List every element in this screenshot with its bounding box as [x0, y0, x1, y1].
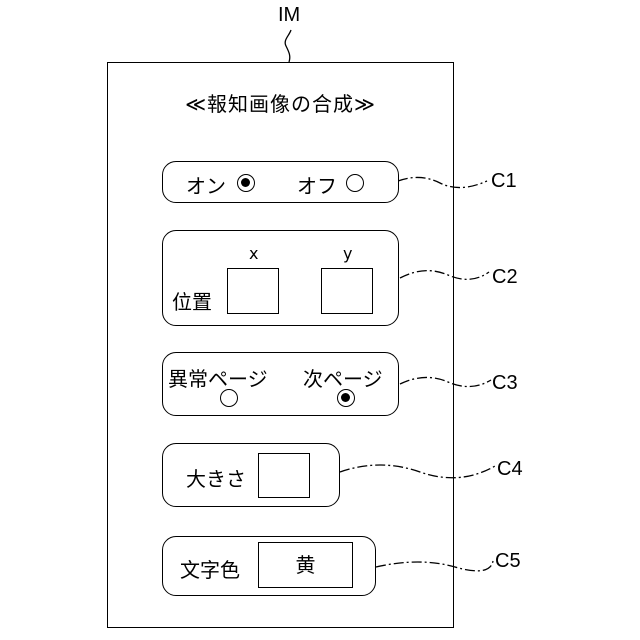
ref-label-c5: C5 — [495, 550, 521, 573]
position-label: 位置 — [172, 286, 212, 315]
ref-label-c1: C1 — [491, 170, 517, 193]
im-leader-line — [285, 30, 291, 62]
off-option-label: オフ — [297, 170, 337, 199]
screen-title: ≪報知画像の合成≫ — [107, 88, 454, 117]
next-page-radio-button[interactable] — [337, 389, 355, 407]
y-label: y — [343, 244, 352, 263]
y-position-input[interactable] — [321, 268, 373, 314]
ref-label-c2: C2 — [492, 266, 518, 289]
abnormal-page-label: 異常ページ — [168, 363, 268, 392]
on-option-label: オン — [186, 170, 226, 199]
abnormal-page-radio-button[interactable] — [220, 389, 238, 407]
ref-label-c4: C4 — [497, 458, 523, 481]
off-radio-button[interactable] — [346, 174, 364, 192]
figure-label-im: IM — [278, 4, 300, 27]
x-position-input[interactable] — [227, 268, 279, 314]
text-color-label: 文字色 — [180, 554, 240, 583]
ref-label-c3: C3 — [492, 372, 518, 395]
on-radio-button[interactable] — [237, 174, 255, 192]
size-label: 大きさ — [186, 463, 246, 492]
next-page-label: 次ページ — [303, 363, 383, 392]
size-input[interactable] — [258, 453, 310, 498]
text-color-field[interactable]: 黄 — [258, 542, 353, 588]
x-label: x — [249, 244, 258, 263]
